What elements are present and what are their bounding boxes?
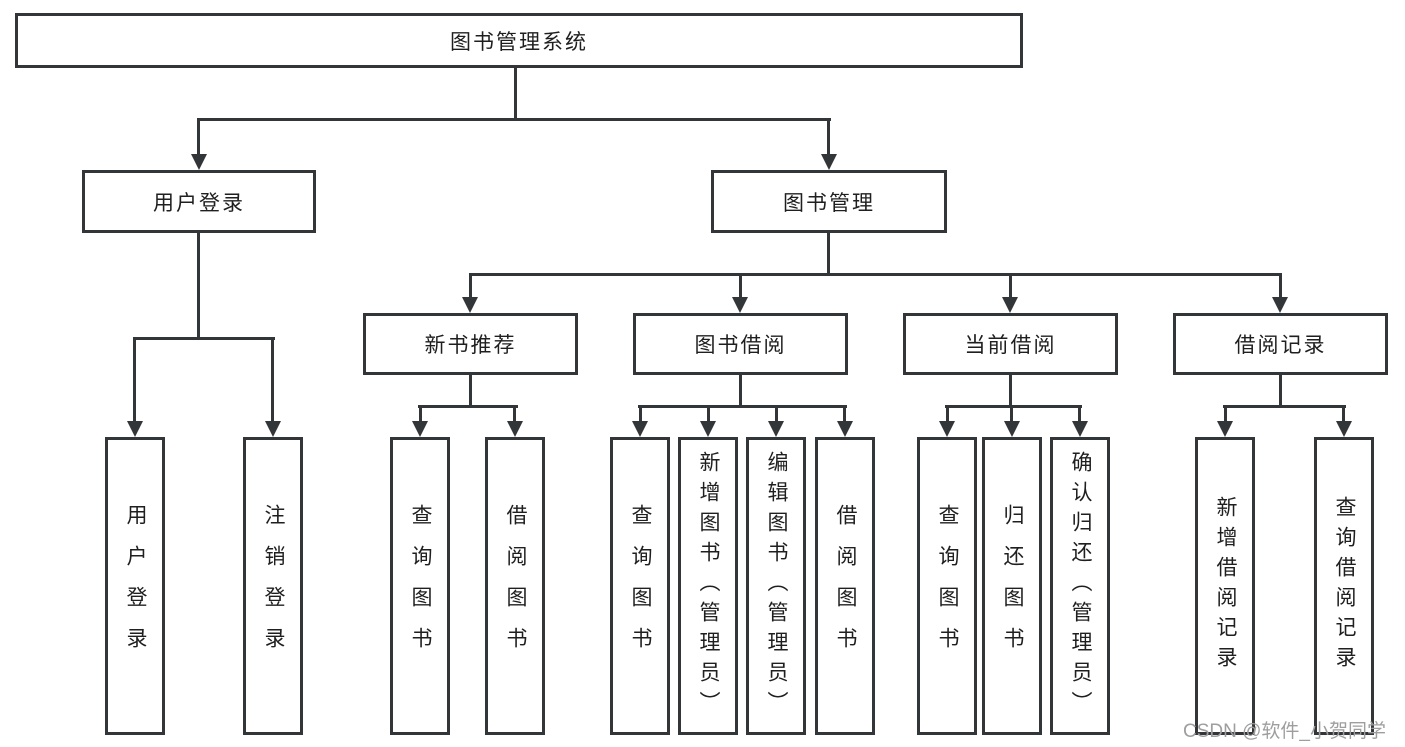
arrowhead-down-icon: [1217, 421, 1233, 437]
leaf-user-login: 用户登录: [105, 437, 165, 735]
connector-line: [1223, 405, 1346, 408]
leaf-edit-books-admin-label: 编辑图书（管理员）: [765, 451, 788, 721]
connector-line: [133, 337, 136, 421]
node-root: 图书管理系统: [15, 13, 1023, 68]
connector-line: [946, 405, 949, 421]
connector-line: [639, 405, 642, 421]
arrowhead-down-icon: [939, 421, 955, 437]
connector-line: [197, 118, 200, 154]
arrowhead-down-icon: [1002, 297, 1018, 313]
connector-line: [469, 273, 472, 297]
node-current-borrowing: 当前借阅: [903, 313, 1118, 375]
node-current-borrowing-label: 当前借阅: [964, 334, 1057, 357]
leaf-add-books-admin: 新增图书（管理员）: [678, 437, 738, 735]
arrowhead-down-icon: [1004, 421, 1020, 437]
leaf-return-books-label: 归还图书: [1001, 504, 1024, 668]
leaf-add-books-admin-label: 新增图书（管理员）: [697, 451, 720, 721]
connector-line: [469, 375, 472, 405]
connector-line: [197, 233, 200, 337]
arrowhead-down-icon: [191, 154, 207, 170]
connector-line: [638, 405, 847, 408]
leaf-query-books-current: 查询图书: [917, 437, 977, 735]
arrowhead-down-icon: [265, 421, 281, 437]
leaf-add-borrow-record-label: 新增借阅记录: [1214, 496, 1237, 676]
connector-line: [418, 405, 518, 408]
node-new-book-recommend: 新书推荐: [363, 313, 578, 375]
leaf-confirm-return-admin-label: 确认归还（管理员）: [1069, 451, 1092, 721]
node-user-login: 用户登录: [82, 170, 316, 233]
connector-line: [1009, 375, 1012, 405]
node-user-login-label: 用户登录: [153, 191, 245, 215]
connector-line: [775, 405, 778, 421]
connector-line: [419, 405, 422, 421]
leaf-borrow-books-recommend: 借阅图书: [485, 437, 545, 735]
leaf-query-books-borrowing: 查询图书: [610, 437, 670, 735]
connector-line: [1279, 375, 1282, 405]
connector-line: [469, 273, 1282, 276]
connector-line: [1009, 273, 1012, 297]
leaf-confirm-return-admin: 确认归还（管理员）: [1050, 437, 1110, 735]
arrowhead-down-icon: [462, 297, 478, 313]
leaf-edit-books-admin: 编辑图书（管理员）: [746, 437, 806, 735]
connector-line: [197, 118, 831, 121]
node-book-borrowing: 图书借阅: [633, 313, 848, 375]
leaf-query-borrow-record-label: 查询借阅记录: [1333, 496, 1356, 676]
arrowhead-down-icon: [412, 421, 428, 437]
arrowhead-down-icon: [700, 421, 716, 437]
leaf-user-login-label: 用户登录: [124, 504, 147, 668]
arrowhead-down-icon: [632, 421, 648, 437]
leaf-borrow-books: 借阅图书: [815, 437, 875, 735]
connector-line: [133, 337, 275, 340]
node-book-borrowing-label: 图书借阅: [694, 334, 787, 357]
connector-line: [827, 233, 830, 273]
connector-line: [513, 405, 516, 421]
node-borrowing-records: 借阅记录: [1173, 313, 1388, 375]
arrowhead-down-icon: [127, 421, 143, 437]
leaf-query-books-current-label: 查询图书: [936, 504, 959, 668]
connector-line: [271, 337, 274, 421]
leaf-add-borrow-record: 新增借阅记录: [1195, 437, 1255, 735]
connector-line: [1224, 405, 1227, 421]
arrowhead-down-icon: [821, 154, 837, 170]
arrowhead-down-icon: [837, 421, 853, 437]
node-new-book-recommend-label: 新书推荐: [424, 334, 517, 357]
connector-line: [1010, 405, 1013, 421]
leaf-borrow-books-recommend-label: 借阅图书: [504, 504, 527, 668]
connector-line: [707, 405, 710, 421]
connector-line: [827, 118, 830, 154]
arrowhead-down-icon: [768, 421, 784, 437]
leaf-query-books-recommend-label: 查询图书: [409, 504, 432, 668]
leaf-query-books-borrowing-label: 查询图书: [629, 504, 652, 668]
arrowhead-down-icon: [1336, 421, 1352, 437]
csdn-watermark: CSDN @软件_小贺同学: [1183, 721, 1386, 742]
leaf-return-books: 归还图书: [982, 437, 1042, 735]
arrowhead-down-icon: [1072, 421, 1088, 437]
connector-line: [514, 68, 517, 118]
connector-line: [1342, 405, 1345, 421]
arrowhead-down-icon: [507, 421, 523, 437]
leaf-logout-label: 注销登录: [262, 504, 285, 668]
connector-line: [739, 375, 742, 405]
connector-line: [843, 405, 846, 421]
leaf-query-books-recommend: 查询图书: [390, 437, 450, 735]
node-root-label: 图书管理系统: [450, 30, 588, 54]
leaf-query-borrow-record: 查询借阅记录: [1314, 437, 1374, 735]
arrowhead-down-icon: [732, 297, 748, 313]
node-borrowing-records-label: 借阅记录: [1234, 334, 1327, 357]
connector-line: [1279, 273, 1282, 297]
connector-line: [739, 273, 742, 297]
arrowhead-down-icon: [1272, 297, 1288, 313]
node-book-management-label: 图书管理: [783, 191, 875, 215]
connector-line: [1078, 405, 1081, 421]
leaf-logout: 注销登录: [243, 437, 303, 735]
leaf-borrow-books-label: 借阅图书: [834, 504, 857, 668]
connector-line: [945, 405, 1082, 408]
node-book-management: 图书管理: [711, 170, 947, 233]
